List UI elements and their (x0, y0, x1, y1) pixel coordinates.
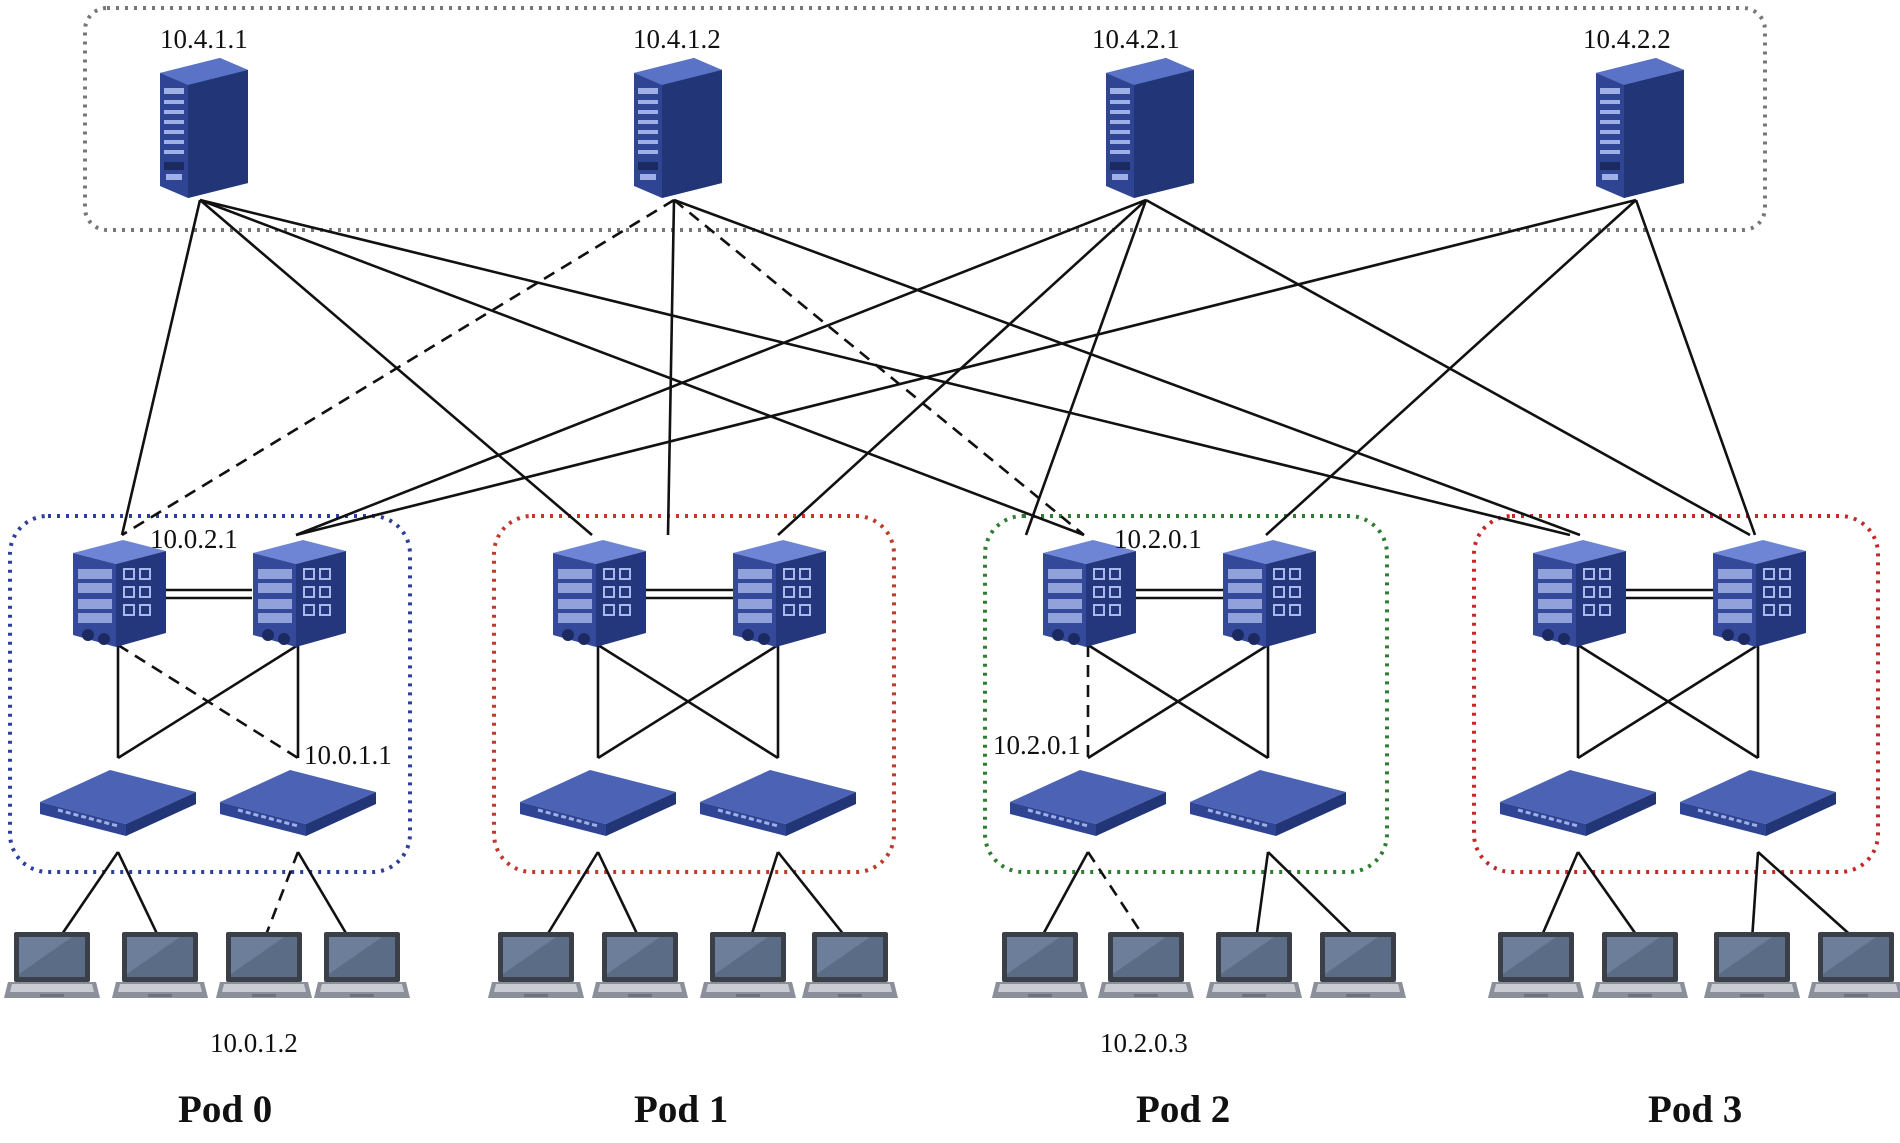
pod-internal-links (116, 588, 1760, 760)
host-pod3-1 (1488, 932, 1584, 998)
host-pod0-2 (112, 932, 208, 998)
pod-2-box (983, 514, 1389, 874)
agg-switch-pod3-a (1532, 539, 1627, 648)
edge-switch-pod2-b (1188, 768, 1348, 838)
host-pod3-3 (1704, 932, 1800, 998)
active-path-links (121, 198, 1085, 537)
pod-1-label: Pod 1 (634, 1088, 729, 1131)
pod-0-box (8, 514, 412, 874)
edge-switch-pod2-a (1008, 768, 1168, 838)
pod0-host-address: 10.0.1.2 (210, 1028, 298, 1058)
pod-3-box (1472, 514, 1880, 874)
pod-0-label: Pod 0 (178, 1088, 273, 1131)
core-3-address: 10.4.2.1 (1092, 24, 1180, 54)
core-4-address: 10.4.2.2 (1583, 24, 1671, 54)
host-pod0-4 (314, 932, 410, 998)
pod-1-box (492, 514, 896, 874)
pod2-agg-address: 10.2.0.1 (1114, 524, 1202, 554)
edge-switch-pod1-b (698, 768, 858, 838)
host-pod2-1 (992, 932, 1088, 998)
pod-2-label: Pod 2 (1136, 1088, 1231, 1131)
core-switch-4 (1596, 58, 1684, 198)
core-aggregation-links (120, 198, 1757, 537)
agg-switch-pod2-a (1042, 539, 1137, 648)
host-pod1-4 (802, 932, 898, 998)
host-pod0-1 (4, 932, 100, 998)
agg-switch-pod3-b (1712, 539, 1807, 648)
host-pod2-2 (1098, 932, 1194, 998)
pod0-agg-address: 10.0.2.1 (150, 524, 238, 554)
host-pod3-4 (1808, 932, 1900, 998)
edge-switch-pod3-b (1678, 768, 1838, 838)
agg-switch-pod0-b (252, 539, 347, 648)
edge-host-links (56, 851, 1857, 941)
agg-switch-pod2-b (1222, 539, 1317, 648)
core-layer-group (83, 6, 1767, 232)
agg-switch-pod1-b (732, 539, 827, 648)
edge-switch-pod1-a (518, 768, 678, 838)
host-pod3-2 (1592, 932, 1688, 998)
host-pod2-4 (1310, 932, 1406, 998)
host-pod1-3 (700, 932, 796, 998)
host-pod1-1 (488, 932, 584, 998)
agg-switch-pod1-a (552, 539, 647, 648)
pod-internal-active-links (117, 643, 1090, 760)
edge-switch-pod0-b (218, 768, 378, 838)
host-pod0-3 (216, 932, 312, 998)
core-2-address: 10.4.1.2 (633, 24, 721, 54)
agg-switch-pod0-a (72, 539, 167, 648)
pod0-edge-address: 10.0.1.1 (304, 740, 392, 770)
edge-switch-pod3-a (1498, 768, 1658, 838)
host-pod1-2 (592, 932, 688, 998)
core-switch-3 (1106, 58, 1194, 198)
pod2-edge-address: 10.2.0.1 (993, 730, 1081, 760)
host-pod2-3 (1206, 932, 1302, 998)
pod2-host-address: 10.2.0.3 (1100, 1028, 1188, 1058)
edge-switch-pod0-a (38, 768, 198, 838)
core-switch-1 (160, 58, 248, 198)
core-1-address: 10.4.1.1 (160, 24, 248, 54)
pod-3-label: Pod 3 (1648, 1088, 1743, 1131)
edge-host-active-links (262, 851, 1148, 941)
core-switch-2 (634, 58, 722, 198)
